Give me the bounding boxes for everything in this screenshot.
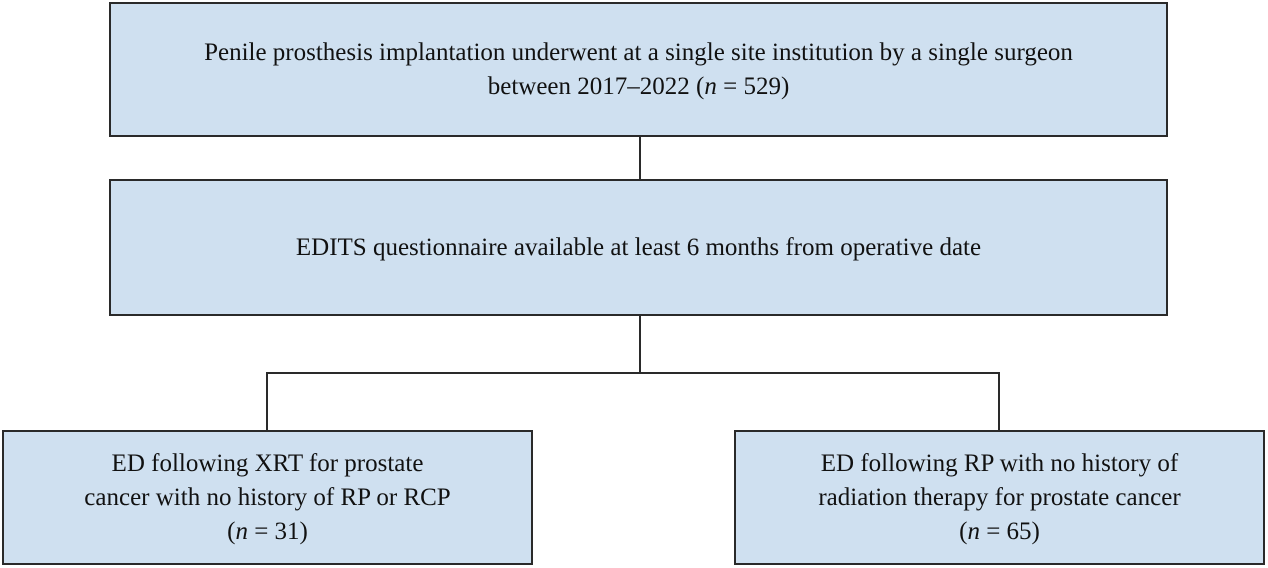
top-box-line2: between 2017–2022 (n = 529) [488,70,790,104]
connector-to-left-box [266,372,268,430]
middle-box-text: EDITS questionnaire available at least 6… [295,233,982,261]
box-ed-following-rp: ED following RP with no history of radia… [734,430,1265,565]
right-box-count-suffix: = 65) [979,517,1040,545]
left-box-count: (n = 31) [227,515,308,549]
connector-to-right-box [998,372,1000,430]
box-prosthesis-implantation: Penile prosthesis implantation underwent… [109,2,1168,137]
top-box-n-symbol: n [704,72,717,100]
right-box-count: (n = 65) [959,515,1040,549]
connector-top-to-middle [639,137,641,179]
connector-horizontal-split [266,372,1000,374]
top-box-line2-suffix: = 529) [716,72,790,100]
right-box-count-prefix: ( [959,517,968,545]
right-box-n-symbol: n [967,517,980,545]
left-box-line1: ED following XRT for prostate [111,449,424,477]
left-box-n-symbol: n [235,517,248,545]
right-box-line2: radiation therapy for prostate cancer [818,483,1181,511]
left-box-count-suffix: = 31) [247,517,308,545]
box-ed-following-xrt: ED following XRT for prostate cancer wit… [2,430,533,565]
top-box-line2-prefix: between 2017–2022 ( [487,72,705,100]
connector-middle-down [639,316,641,373]
left-box-count-prefix: ( [227,517,236,545]
right-box-line1: ED following RP with no history of [820,449,1179,477]
left-box-line2: cancer with no history of RP or RCP [84,483,451,511]
box-edits-questionnaire: EDITS questionnaire available at least 6… [109,179,1168,316]
top-box-line1: Penile prosthesis implantation underwent… [204,38,1073,66]
